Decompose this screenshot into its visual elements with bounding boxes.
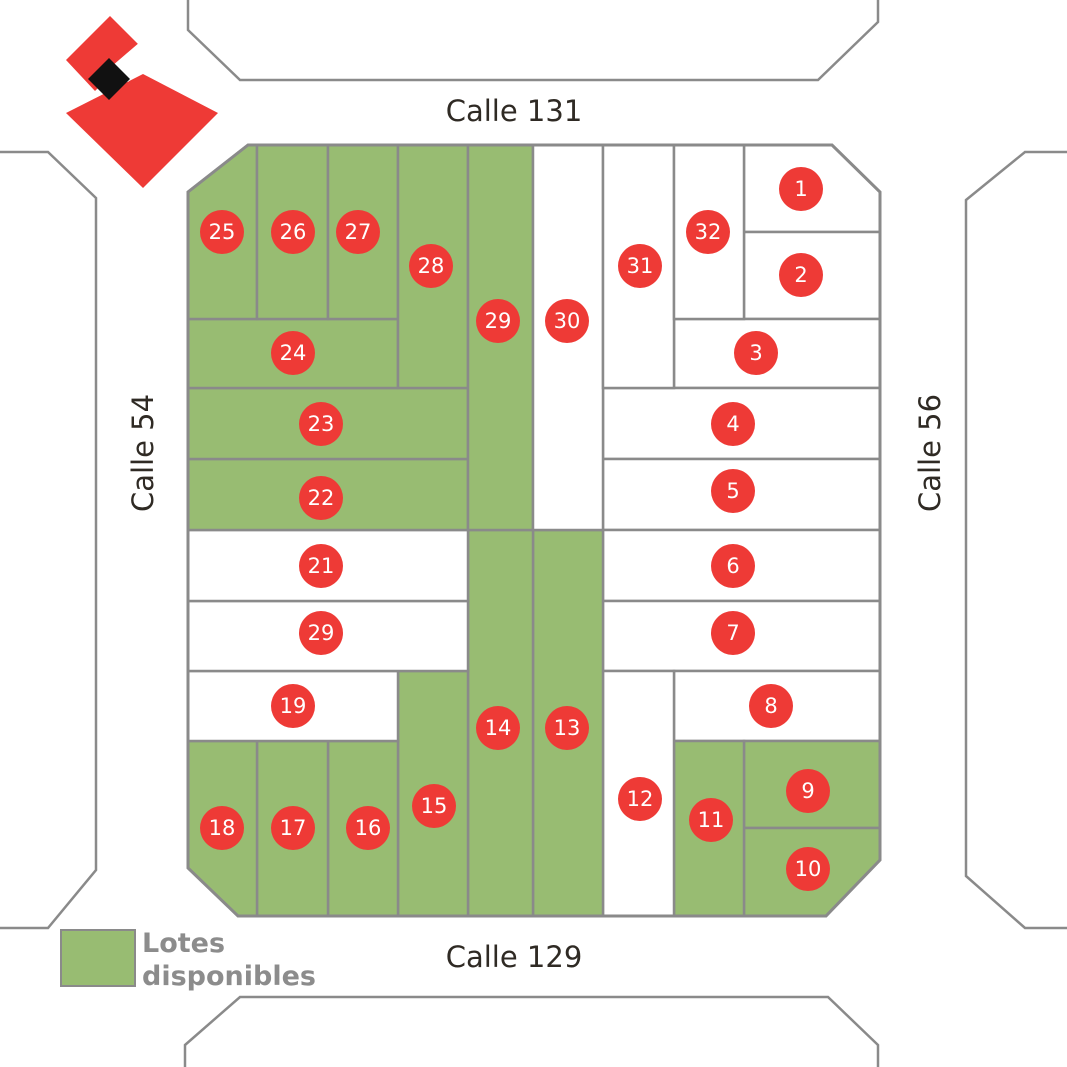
lot-marker-11[interactable] [689,798,733,842]
lot-marker-31[interactable] [618,244,662,288]
lot-number-11: 11 [698,808,725,832]
lot-number-4: 4 [726,412,739,436]
lot-marker-29[interactable] [476,299,520,343]
lot-marker-7[interactable] [711,611,755,655]
lot-number-6: 6 [726,554,739,578]
lot-marker-30[interactable] [545,299,589,343]
lot-marker-14[interactable] [476,706,520,750]
lot-markers: 1234567891011121314151617181929212223242… [200,167,830,891]
lot-number-12: 12 [627,787,654,811]
lot-marker-13[interactable] [545,706,589,750]
street-label-east: Calle 56 [913,394,947,512]
lot-number-2: 2 [794,263,807,287]
lot-number-31: 31 [627,254,654,278]
lot-marker-28[interactable] [409,244,453,288]
lot-number-24: 24 [280,341,307,365]
lot-number-5: 5 [726,479,739,503]
lot-number-14: 14 [485,716,512,740]
lot-number-22: 22 [308,486,335,510]
lot-number-29: 29 [308,621,335,645]
north-block-outline [186,0,880,82]
lot-number-13: 13 [554,716,581,740]
lot-marker-23[interactable] [299,402,343,446]
lot-marker-8[interactable] [749,684,793,728]
lot-number-29: 29 [485,309,512,333]
west-block-outline [0,150,98,930]
lot-number-23: 23 [308,412,335,436]
lot-marker-29[interactable] [299,611,343,655]
lot-number-10: 10 [795,857,822,881]
lot-marker-10[interactable] [786,847,830,891]
lot-number-15: 15 [421,794,448,818]
brand-logo [66,16,218,188]
lot-marker-19[interactable] [271,684,315,728]
lot-number-7: 7 [726,621,739,645]
lot-number-28: 28 [418,254,445,278]
lot-marker-22[interactable] [299,476,343,520]
lot-marker-9[interactable] [786,769,830,813]
lot-number-17: 17 [280,816,307,840]
lot-number-9: 9 [801,779,814,803]
lot-number-26: 26 [280,220,307,244]
legend-swatch [60,929,136,987]
legend-label-line2: disponibles [142,961,316,992]
lots-layer [186,143,882,918]
lot-number-27: 27 [345,220,372,244]
lot-number-32: 32 [695,220,722,244]
lot-marker-1[interactable] [779,167,823,211]
block-outline [186,143,882,918]
lot-marker-18[interactable] [200,806,244,850]
lot-marker-26[interactable] [271,210,315,254]
lot-number-3: 3 [749,341,762,365]
street-label-west: Calle 54 [126,394,160,512]
lot-number-1: 1 [794,177,807,201]
lot-number-30: 30 [554,309,581,333]
lot-marker-3[interactable] [734,331,778,375]
lot-marker-15[interactable] [412,784,456,828]
lot-marker-2[interactable] [779,253,823,297]
lot-marker-27[interactable] [336,210,380,254]
lot-marker-24[interactable] [271,331,315,375]
lot-marker-12[interactable] [618,777,662,821]
lot-number-19: 19 [280,694,307,718]
lot-marker-6[interactable] [711,544,755,588]
lot-number-25: 25 [209,220,236,244]
lot-number-8: 8 [764,694,777,718]
street-label-south: Calle 129 [446,940,583,974]
lot-marker-17[interactable] [271,806,315,850]
logo-black-square [88,58,130,100]
lot-marker-5[interactable] [711,469,755,513]
legend-label-line1: Lotes [142,928,225,959]
lot-marker-25[interactable] [200,210,244,254]
south-block-outline [183,995,880,1067]
lot-marker-21[interactable] [299,544,343,588]
logo-red-square-large [66,74,218,188]
lot-marker-32[interactable] [686,210,730,254]
lot-number-21: 21 [308,554,335,578]
lot-marker-16[interactable] [346,806,390,850]
logo-red-square-small [66,16,140,91]
lot-number-16: 16 [355,816,382,840]
street-label-north: Calle 131 [446,94,583,128]
east-block-outline [964,150,1067,930]
lot-marker-4[interactable] [711,402,755,446]
lot-number-18: 18 [209,816,236,840]
